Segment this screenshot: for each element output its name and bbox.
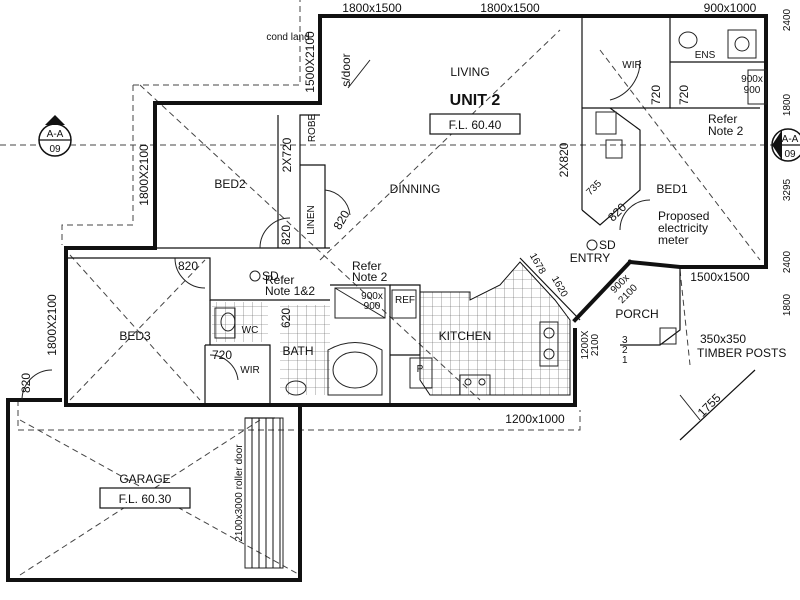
dim-wir-top-door: 720 <box>649 85 663 105</box>
dim-bath-door: 620 <box>279 308 293 328</box>
dim-shower-bottom: 900 <box>744 85 761 96</box>
section-marker-left: A-A 09 <box>38 115 72 157</box>
dim-wir-door: 720 <box>212 348 232 362</box>
room-robe: ROBE <box>307 114 318 143</box>
section-label: A-A <box>782 134 799 145</box>
room-wir-bottom: WIR <box>240 365 259 376</box>
step-1: 1 <box>622 355 628 366</box>
dim-window-top-3: 900x1000 <box>704 1 757 15</box>
door-swings <box>21 59 651 401</box>
room-wir-top: WIR <box>622 60 641 71</box>
unit-fl-box <box>429 113 521 135</box>
dim-shower-top: 900x <box>741 74 763 85</box>
dim-1755: 1755 <box>695 391 724 420</box>
dim-window-bed2: 1800X2100 <box>137 144 151 206</box>
dim-posts-bottom: TIMBER POSTS <box>697 346 786 360</box>
note-meter-b: electricity <box>658 221 708 235</box>
dim-garage-side-door: 820 <box>19 373 33 393</box>
note-refer-ens: Refer <box>708 112 737 126</box>
dim-porch-window-top: 1200X <box>580 330 591 359</box>
dim-right-1: 2400 <box>782 8 793 31</box>
room-linen: LINEN <box>306 205 317 234</box>
garage-fl-box <box>99 487 191 509</box>
dim-bath-shower-bottom: 900 <box>364 301 381 312</box>
section-sheet: 09 <box>49 144 61 155</box>
room-bed1: BED1 <box>656 182 688 196</box>
room-entry: ENTRY <box>570 251 610 265</box>
kitchen-tiles <box>212 261 571 396</box>
dim-entry-1620: 1620 <box>549 274 570 299</box>
dim-bed1-735: 735 <box>584 178 604 198</box>
note-refer-sd-b: Note 1&2 <box>265 284 315 298</box>
smoke-detector-label: SD <box>262 269 279 283</box>
room-living: LIVING <box>450 65 489 79</box>
dim-bath-shower-top: 900x <box>361 291 383 302</box>
dim-window-bed3: 1800X2100 <box>45 294 59 356</box>
step-2: 2 <box>622 345 628 356</box>
step-3: 3 <box>622 335 628 346</box>
roller-door-label: 2100x3000 roller door <box>234 444 245 542</box>
dim-posts-top: 350x350 <box>700 332 746 346</box>
note-refer-kitchen-b: Note 2 <box>352 270 388 284</box>
dim-window-top-1: 1800x1500 <box>342 1 402 15</box>
dim-window-kitchen: 1200x1000 <box>505 412 565 426</box>
interior-walls <box>66 18 766 405</box>
note-refer-ens-b: Note 2 <box>708 124 744 138</box>
room-pantry: P <box>417 364 424 375</box>
section-label: A-A <box>47 129 64 140</box>
note-meter-c: meter <box>658 233 689 247</box>
cond-land-label: cond land <box>266 32 309 43</box>
notes: Refer Note 2 Refer Note 2 Refer Note 1&2… <box>262 112 744 298</box>
sliding-door-label: s/door <box>339 53 353 86</box>
dim-bed1-robe: 2X820 <box>557 142 571 177</box>
dim-right-4: 2400 <box>782 250 793 273</box>
room-labels: LIVING UNIT 2 F.L. 60.40 DINNING BED2 BE… <box>119 50 716 506</box>
dim-ens-door: 720 <box>677 85 691 105</box>
section-marker-right: A-A 09 <box>771 128 800 162</box>
dim-sliding-door: 1500X2100 <box>303 31 317 93</box>
room-ens: ENS <box>695 50 716 61</box>
dim-window-entry: 1500x1500 <box>690 270 750 284</box>
dimension-labels: 1800x1500 1800x1500 900x1000 1800X2100 1… <box>19 1 793 542</box>
room-garage: GARAGE <box>119 472 170 486</box>
dim-porch-window-bottom: 2100 <box>590 333 601 356</box>
unit-title: UNIT 2 <box>450 92 501 109</box>
fixtures <box>214 29 767 569</box>
dim-right-5: 1800 <box>782 293 793 316</box>
dim-right-3: 3295 <box>782 178 793 201</box>
dim-robe: 2X720 <box>280 137 294 172</box>
dim-right-2: 1800 <box>782 93 793 116</box>
exterior-walls <box>6 14 768 582</box>
room-bed3: BED3 <box>119 329 151 343</box>
section-sheet: 09 <box>784 149 796 160</box>
dim-bed3-door: 820 <box>178 259 198 273</box>
note-refer-kitchen: Refer <box>352 259 381 273</box>
smoke-detector-label-entry: SD <box>599 238 616 252</box>
dim-window-top-2: 1800x1500 <box>480 1 540 15</box>
unit-floor-level: F.L. 60.40 <box>449 118 502 132</box>
room-ref: REF <box>395 295 415 306</box>
garage-floor-level: F.L. 60.30 <box>119 492 172 506</box>
room-bed2: BED2 <box>214 177 246 191</box>
room-kitchen: KITCHEN <box>439 329 492 343</box>
note-meter: Proposed <box>658 209 709 223</box>
room-dining: DINNING <box>390 182 441 196</box>
room-bath: BATH <box>282 344 313 358</box>
room-porch: PORCH <box>615 307 658 321</box>
dim-bed1-door: 820 <box>605 200 629 224</box>
note-refer-sd: Refer <box>265 273 294 287</box>
dim-bed2-door: 820 <box>279 225 293 245</box>
room-wc: WC <box>242 325 259 336</box>
